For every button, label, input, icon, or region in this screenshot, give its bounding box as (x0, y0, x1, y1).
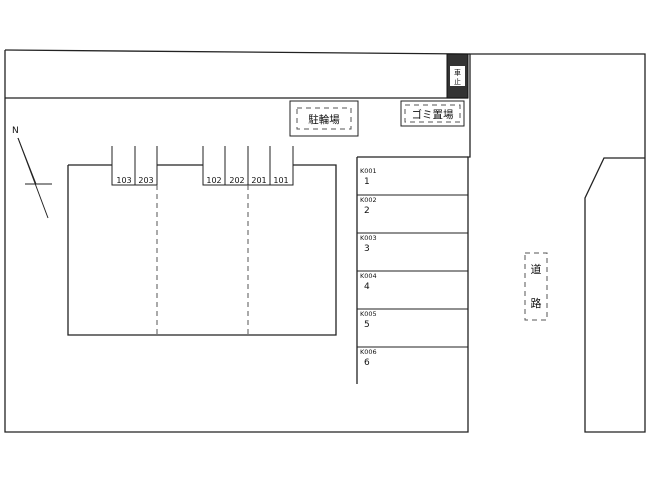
parking-space-5: K005 5 (360, 310, 377, 330)
no-entry-sign-line1: 車 (454, 68, 461, 77)
parking-area: K001 1 K002 2 K003 3 K004 4 K005 5 K006 … (356, 156, 468, 384)
road-label: 道 路 (524, 252, 548, 321)
road-char-1: 道 (531, 262, 542, 276)
parking-space-6: K006 6 (360, 348, 377, 368)
road-char-2: 路 (531, 297, 542, 310)
unit-label: 103 (116, 176, 131, 185)
north-label: N (12, 126, 19, 136)
parking-number: 1 (364, 177, 370, 187)
site-boundary (4, 49, 646, 433)
building: 103 203 102 202 201 101 (67, 146, 337, 336)
parking-number: 5 (364, 320, 370, 330)
parking-code: K002 (360, 196, 377, 204)
parking-space-2: K002 2 (360, 196, 377, 216)
unit-label: 101 (273, 176, 288, 185)
parking-number: 4 (364, 282, 370, 292)
parking-code: K006 (360, 348, 377, 356)
parking-number: 2 (364, 206, 370, 216)
unit-label: 201 (251, 176, 266, 185)
garbage-label: ゴミ置場 (412, 108, 454, 121)
parking-space-4: K004 4 (360, 272, 377, 292)
parking-space-3: K003 3 (360, 234, 377, 254)
parking-code: K003 (360, 234, 377, 242)
parking-code: K005 (360, 310, 377, 318)
bicycle-parking: 駐輪場 (289, 100, 359, 137)
parking-code: K004 (360, 272, 377, 280)
unit-label: 102 (206, 176, 221, 185)
parking-space-1: K001 1 (360, 167, 377, 187)
parking-number: 6 (364, 358, 370, 368)
unit-label: 203 (138, 176, 153, 185)
parking-number: 3 (364, 244, 370, 254)
garbage-station: ゴミ置場 (400, 100, 465, 127)
no-entry-sign-line2: 止 (454, 77, 461, 86)
north-arrow: N (12, 126, 52, 219)
bicycle-parking-label: 駐輪場 (308, 113, 340, 126)
parking-code: K001 (360, 167, 377, 175)
no-entry-post: 車 止 (446, 53, 469, 99)
unit-label: 202 (229, 176, 244, 185)
